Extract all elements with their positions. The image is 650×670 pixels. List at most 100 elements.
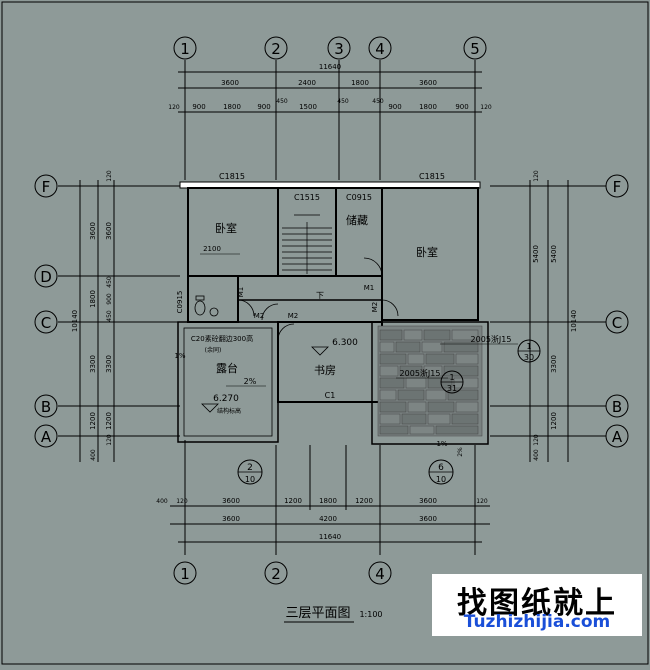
stair	[282, 214, 332, 274]
dim-right-4: 1200	[550, 412, 558, 430]
svg-text:2: 2	[271, 40, 281, 58]
axis-bubble-top-3: 3	[327, 36, 351, 60]
svg-text:A: A	[41, 428, 52, 446]
dim-left-o-0: 3600	[89, 222, 97, 240]
dim-right-3: 3300	[550, 355, 558, 373]
dim-left-i-4: 450	[106, 310, 113, 322]
dim-top-r2-8: 900	[388, 103, 401, 111]
svg-text:5: 5	[470, 40, 480, 58]
slope-left-edge: 1%	[174, 352, 185, 360]
svg-text:C: C	[612, 314, 622, 332]
dim-left-o-2: 3300	[89, 355, 97, 373]
dim-top-r2-7: 450	[372, 98, 384, 105]
elevation-study: 6.300	[332, 338, 358, 348]
window-c0915-storage: C0915	[346, 193, 372, 202]
rail-note-sub: (余同)	[205, 346, 222, 354]
dim-top-r2-5: 1500	[299, 103, 317, 111]
dim-top-r2-4: 450	[276, 98, 288, 105]
svg-text:B: B	[41, 398, 51, 416]
dim-top-r1-b: 2400	[298, 79, 316, 87]
dim-left-i-2: 450	[106, 276, 113, 288]
axis-bubble-left-C: C	[34, 310, 58, 334]
dim-left-i-0: 120	[106, 170, 113, 182]
dim-top-r2-6: 450	[337, 98, 349, 105]
dim-bot-r2-1: 4200	[319, 515, 337, 523]
stair-down-mark: 下	[316, 291, 324, 300]
elevation-terrace-note: 结构标高	[217, 407, 241, 415]
axis-bubble-top-1: 1	[173, 36, 197, 60]
dim-left-i-5: 3300	[105, 355, 113, 373]
svg-text:B: B	[612, 398, 622, 416]
rail-note: C20素砼翻边300高	[191, 334, 253, 343]
dim-right-0: 120	[533, 170, 540, 182]
svg-text:2: 2	[247, 463, 253, 473]
svg-text:F: F	[613, 178, 622, 196]
svg-text:10: 10	[245, 475, 255, 484]
watermark-url: Tuzhizhijia.com	[463, 612, 611, 632]
axis-bubble-left-F: F	[34, 174, 58, 198]
axis-bubble-right-F: F	[605, 174, 629, 198]
dim-right-5: 120	[533, 434, 540, 446]
axis-bubble-left-A: A	[34, 424, 58, 448]
room-study: 书房	[314, 364, 336, 377]
dim-top-r2-0: 120	[168, 104, 180, 111]
svg-text:10: 10	[436, 475, 446, 484]
axis-bubble-top-5: 5	[463, 36, 487, 60]
dim-bot-r1-2: 3600	[222, 497, 240, 505]
dim-top-r2-11: 120	[480, 104, 492, 111]
svg-text:4: 4	[375, 565, 385, 583]
dim-top-r1-d: 3600	[419, 79, 437, 87]
svg-text:2: 2	[271, 565, 281, 583]
axis-bubble-right-B: B	[605, 394, 629, 418]
toilet-icon	[194, 295, 219, 317]
axis-bubble-bottom-1: 1	[173, 561, 197, 585]
ref-detail-mid: 2005浙J15	[400, 368, 441, 378]
svg-text:4: 4	[375, 40, 385, 58]
detail-bubble-1-31: 1 31	[440, 370, 464, 394]
detail-bubble-2-10: 2 10	[237, 459, 263, 485]
svg-text:F: F	[42, 178, 51, 196]
dim-bot-r1-5: 1200	[355, 497, 373, 505]
axis-bubble-bottom-2: 2	[264, 561, 288, 585]
dim-top-r2-10: 900	[455, 103, 468, 111]
drawing-scale: 1:100	[359, 610, 382, 619]
svg-text:3: 3	[334, 40, 344, 58]
svg-text:D: D	[40, 268, 52, 286]
door-m2-a: M2	[254, 312, 265, 320]
dim-right-1: 5400	[532, 245, 540, 263]
dim-bot-r1-6: 3600	[419, 497, 437, 505]
slope-balcony: 1%	[436, 440, 447, 448]
svg-text:1: 1	[526, 342, 531, 351]
detail-bubble-6-10: 6 10	[428, 459, 454, 485]
dim-bot-r2-0: 3600	[222, 515, 240, 523]
dim-left-i-3: 900	[106, 293, 113, 305]
dim-left-o-4: 400	[90, 449, 97, 461]
slope-terrace: 2%	[244, 377, 257, 386]
elevation-terrace: 6.270	[213, 394, 239, 404]
room-bedroom-left: 卧室	[215, 221, 237, 235]
axis-bubble-bottom-4: 4	[368, 561, 392, 585]
axis-bubble-right-A: A	[605, 424, 629, 448]
room-bedroom-right: 卧室	[416, 245, 438, 259]
dim-top-total: 11640	[319, 63, 341, 71]
door-m1-left: M1	[237, 287, 245, 298]
door-m2-right: M2	[371, 302, 379, 313]
dim-bot-r1-3: 1200	[284, 497, 302, 505]
dim-bot-r1-4: 1800	[319, 497, 337, 505]
dim-2100: 2100	[203, 245, 221, 253]
svg-text:6: 6	[438, 463, 444, 473]
axis-bubble-left-D: D	[34, 264, 58, 288]
watermark: 找图纸就上 Tuzhizhijia.com	[432, 574, 642, 636]
svg-text:1: 1	[180, 40, 190, 58]
axis-bubble-top-4: 4	[368, 36, 392, 60]
room-terrace: 露台	[216, 361, 238, 375]
svg-text:1: 1	[449, 373, 454, 382]
room-storage: 储藏	[346, 213, 368, 227]
dim-top-r2-9: 1800	[419, 103, 437, 111]
dim-right-2: 5400	[550, 245, 558, 263]
stone-paving	[377, 325, 483, 437]
svg-text:30: 30	[524, 353, 534, 362]
